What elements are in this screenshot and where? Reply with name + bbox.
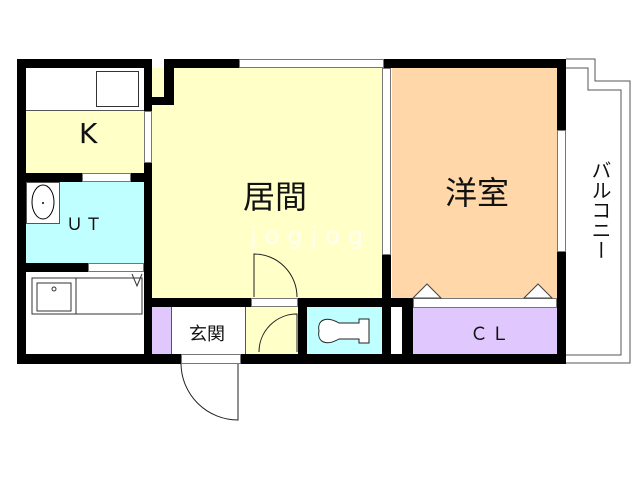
wall [144, 105, 152, 364]
bathtub-area [26, 272, 144, 314]
washbasin-bowl-icon [31, 184, 55, 220]
wall [17, 59, 26, 364]
wall [298, 298, 307, 364]
wall [152, 97, 174, 105]
wall [164, 59, 174, 105]
wall [144, 59, 152, 105]
closet-door [413, 298, 557, 308]
front-door-opening [181, 354, 241, 364]
kitchen-sink-icon [96, 71, 139, 107]
wall [403, 354, 566, 364]
closet-label: ＣＬ [470, 324, 512, 345]
western-room [392, 68, 557, 298]
wall [402, 298, 413, 364]
living-room [152, 68, 382, 298]
window [239, 59, 384, 68]
kitchen-pass-window [144, 111, 152, 163]
door-opening [82, 173, 131, 182]
entrance-area [171, 307, 246, 354]
living-room-label: 居間 [243, 178, 308, 216]
balcony-label: バルコニー [588, 160, 612, 260]
closet-room [413, 308, 557, 354]
storage-left [152, 307, 171, 354]
balcony-window [557, 130, 566, 252]
kitchen-room [26, 111, 144, 173]
door-opening [88, 263, 144, 272]
door-opening [251, 298, 298, 307]
wall [17, 263, 151, 272]
wall [382, 298, 391, 364]
wall [17, 59, 151, 68]
watermark: jogjog [250, 222, 372, 250]
kitchen-label: K [79, 117, 98, 150]
sliding-partition [382, 68, 391, 255]
wall [382, 255, 391, 298]
wall [164, 59, 239, 68]
unit-bath-label: ＵＴ [66, 215, 104, 235]
bathtub-icon [31, 273, 143, 315]
western-room-label: 洋室 [445, 174, 510, 212]
wall [384, 59, 566, 68]
toilet-icon [318, 318, 370, 344]
entrance-label: 玄関 [189, 324, 225, 345]
